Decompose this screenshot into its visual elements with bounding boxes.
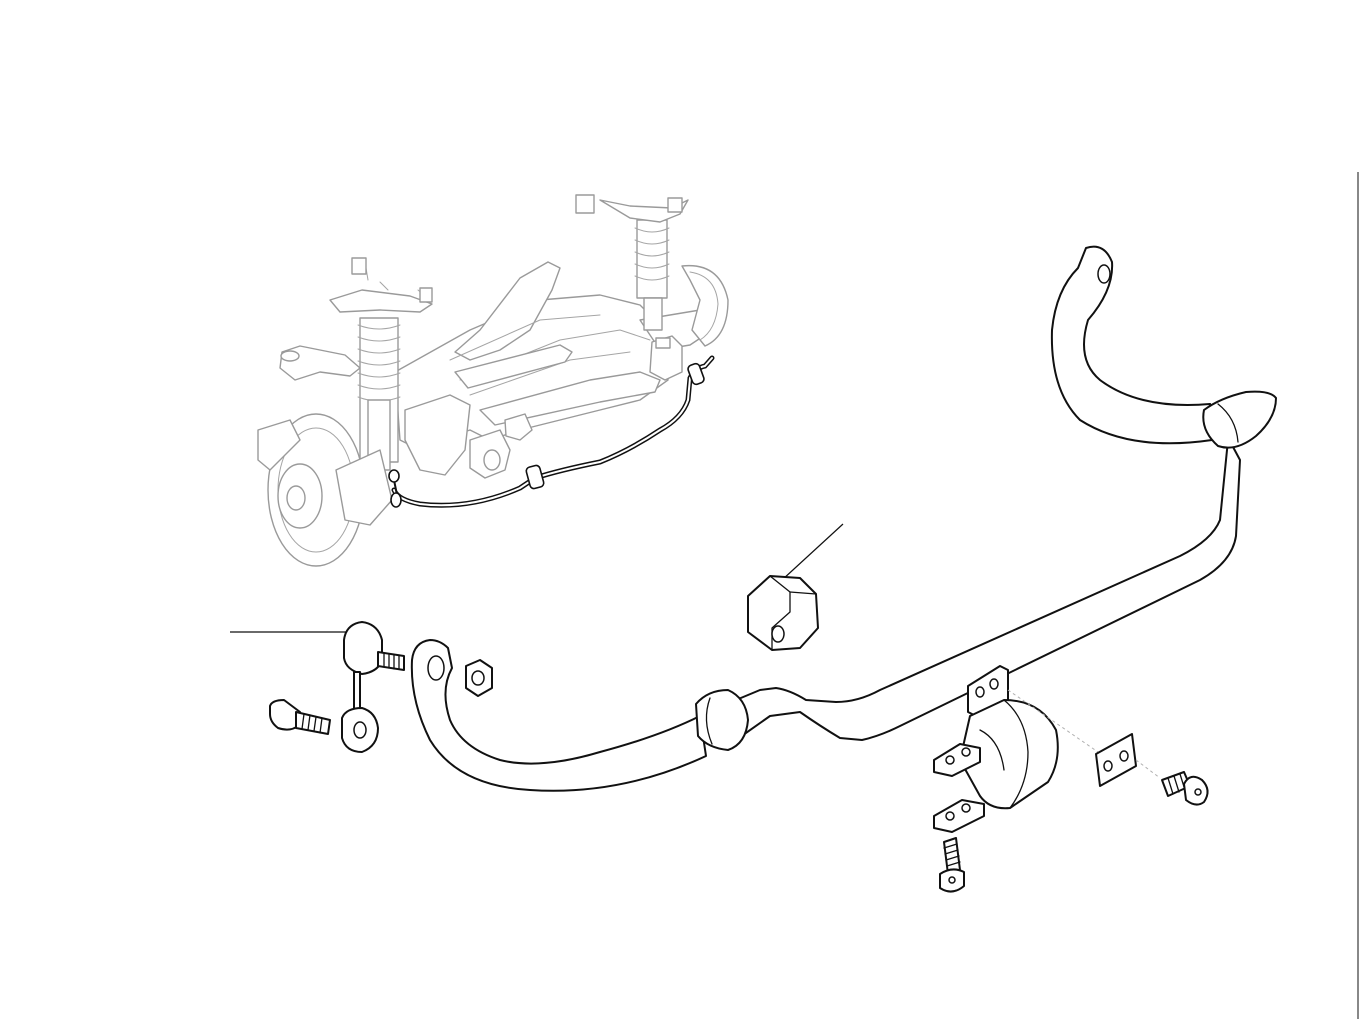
drop-link xyxy=(230,621,405,753)
mounting-bracket xyxy=(933,665,1099,833)
bracket-bolt-horizontal xyxy=(1161,771,1209,806)
drop-link-nut xyxy=(465,659,493,697)
anti-roll-bar-bushing xyxy=(747,523,844,651)
left-brake-disc xyxy=(257,413,393,567)
drop-link-bolt xyxy=(269,699,331,735)
bracket-plate xyxy=(1095,733,1161,787)
right-coil-spring xyxy=(575,194,689,331)
left-coil-spring xyxy=(329,257,433,471)
bracket-bolt-vertical xyxy=(939,837,965,893)
suspension-assembly-overview xyxy=(257,194,729,567)
